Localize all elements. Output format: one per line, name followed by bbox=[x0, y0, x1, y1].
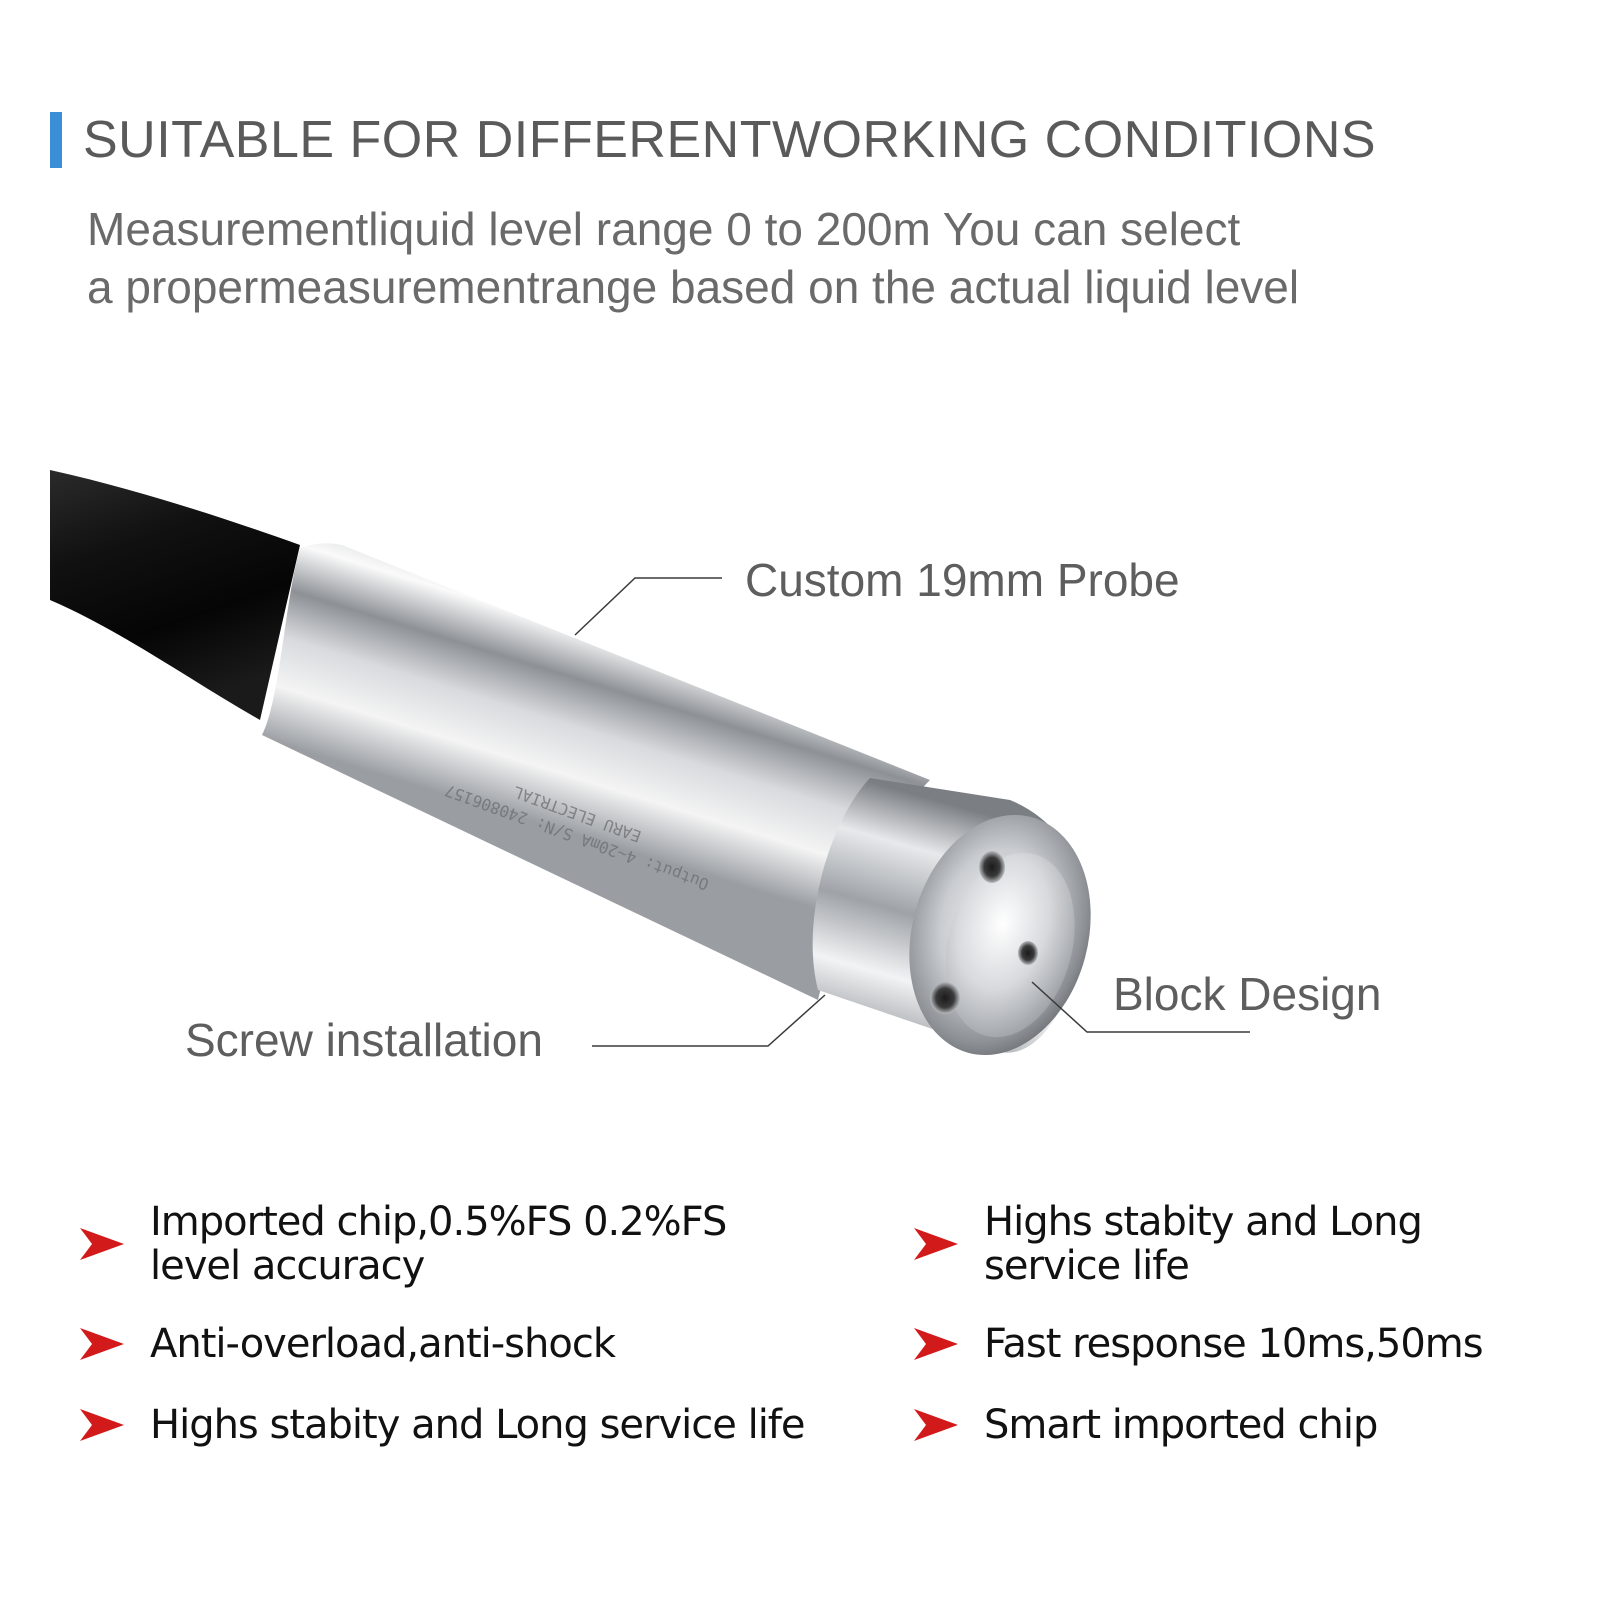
red-arrow-bullet-icon bbox=[914, 1409, 958, 1441]
vent-hole-center bbox=[1018, 941, 1038, 965]
red-arrow-bullet-icon bbox=[914, 1328, 958, 1360]
callout-custom-probe: Custom 19mm Probe bbox=[745, 554, 1180, 606]
callout-block-design: Block Design bbox=[1113, 968, 1382, 1020]
page-title: SUITABLE FOR DIFFERENTWORKING CONDITIONS bbox=[83, 111, 1377, 169]
callout-screw-installation: Screw installation bbox=[185, 1014, 543, 1066]
feature-left-3: Highs stabity and Long service life bbox=[78, 1403, 805, 1447]
subtitle-line-2: a propermeasurementrange based on the ac… bbox=[87, 261, 1300, 313]
title-accent-bar bbox=[50, 112, 62, 168]
feature-right-1-line-1: Highs stabity and Long bbox=[984, 1199, 1423, 1245]
feature-right-2: Fast response 10ms,50ms bbox=[912, 1321, 1484, 1367]
feature-right-1-line-2: service life bbox=[984, 1243, 1190, 1289]
page-subtitle: Measurementliquid level range 0 to 200m … bbox=[87, 200, 1299, 316]
screw-leader-line bbox=[592, 994, 826, 1047]
feature-left-1-line-1: Imported chip,0.5%FS 0.2%FS bbox=[150, 1199, 727, 1245]
red-arrow-bullet-icon bbox=[914, 1228, 958, 1260]
probe-body bbox=[262, 543, 930, 1000]
feature-left-2: Anti-overload,anti-shock bbox=[78, 1321, 616, 1367]
feature-right-3: Smart imported chip bbox=[912, 1402, 1378, 1448]
feature-left-1: Imported chip,0.5%FS 0.2%FS level accura… bbox=[78, 1199, 727, 1289]
feature-right-3-line-1: Smart imported chip bbox=[984, 1402, 1378, 1448]
block-leader-line bbox=[1031, 981, 1250, 1033]
probe-leader-line bbox=[574, 577, 722, 636]
feature-left-3-line-1: Highs stabity and Long service life bbox=[150, 1402, 805, 1448]
vent-hole-top bbox=[979, 851, 1005, 883]
feature-right-2-line-1: Fast response 10ms,50ms bbox=[984, 1321, 1484, 1367]
cable bbox=[50, 470, 300, 720]
vent-hole-bottom bbox=[930, 982, 960, 1014]
feature-right-1: Highs stabity and Long service life bbox=[912, 1199, 1423, 1289]
red-arrow-bullet-icon bbox=[80, 1409, 124, 1441]
feature-left-2-line-1: Anti-overload,anti-shock bbox=[150, 1321, 616, 1367]
red-arrow-bullet-icon bbox=[80, 1328, 124, 1360]
red-arrow-bullet-icon bbox=[80, 1228, 124, 1260]
feature-left-1-line-2: level accuracy bbox=[150, 1243, 425, 1289]
subtitle-line-1: Measurementliquid level range 0 to 200m … bbox=[87, 203, 1241, 255]
